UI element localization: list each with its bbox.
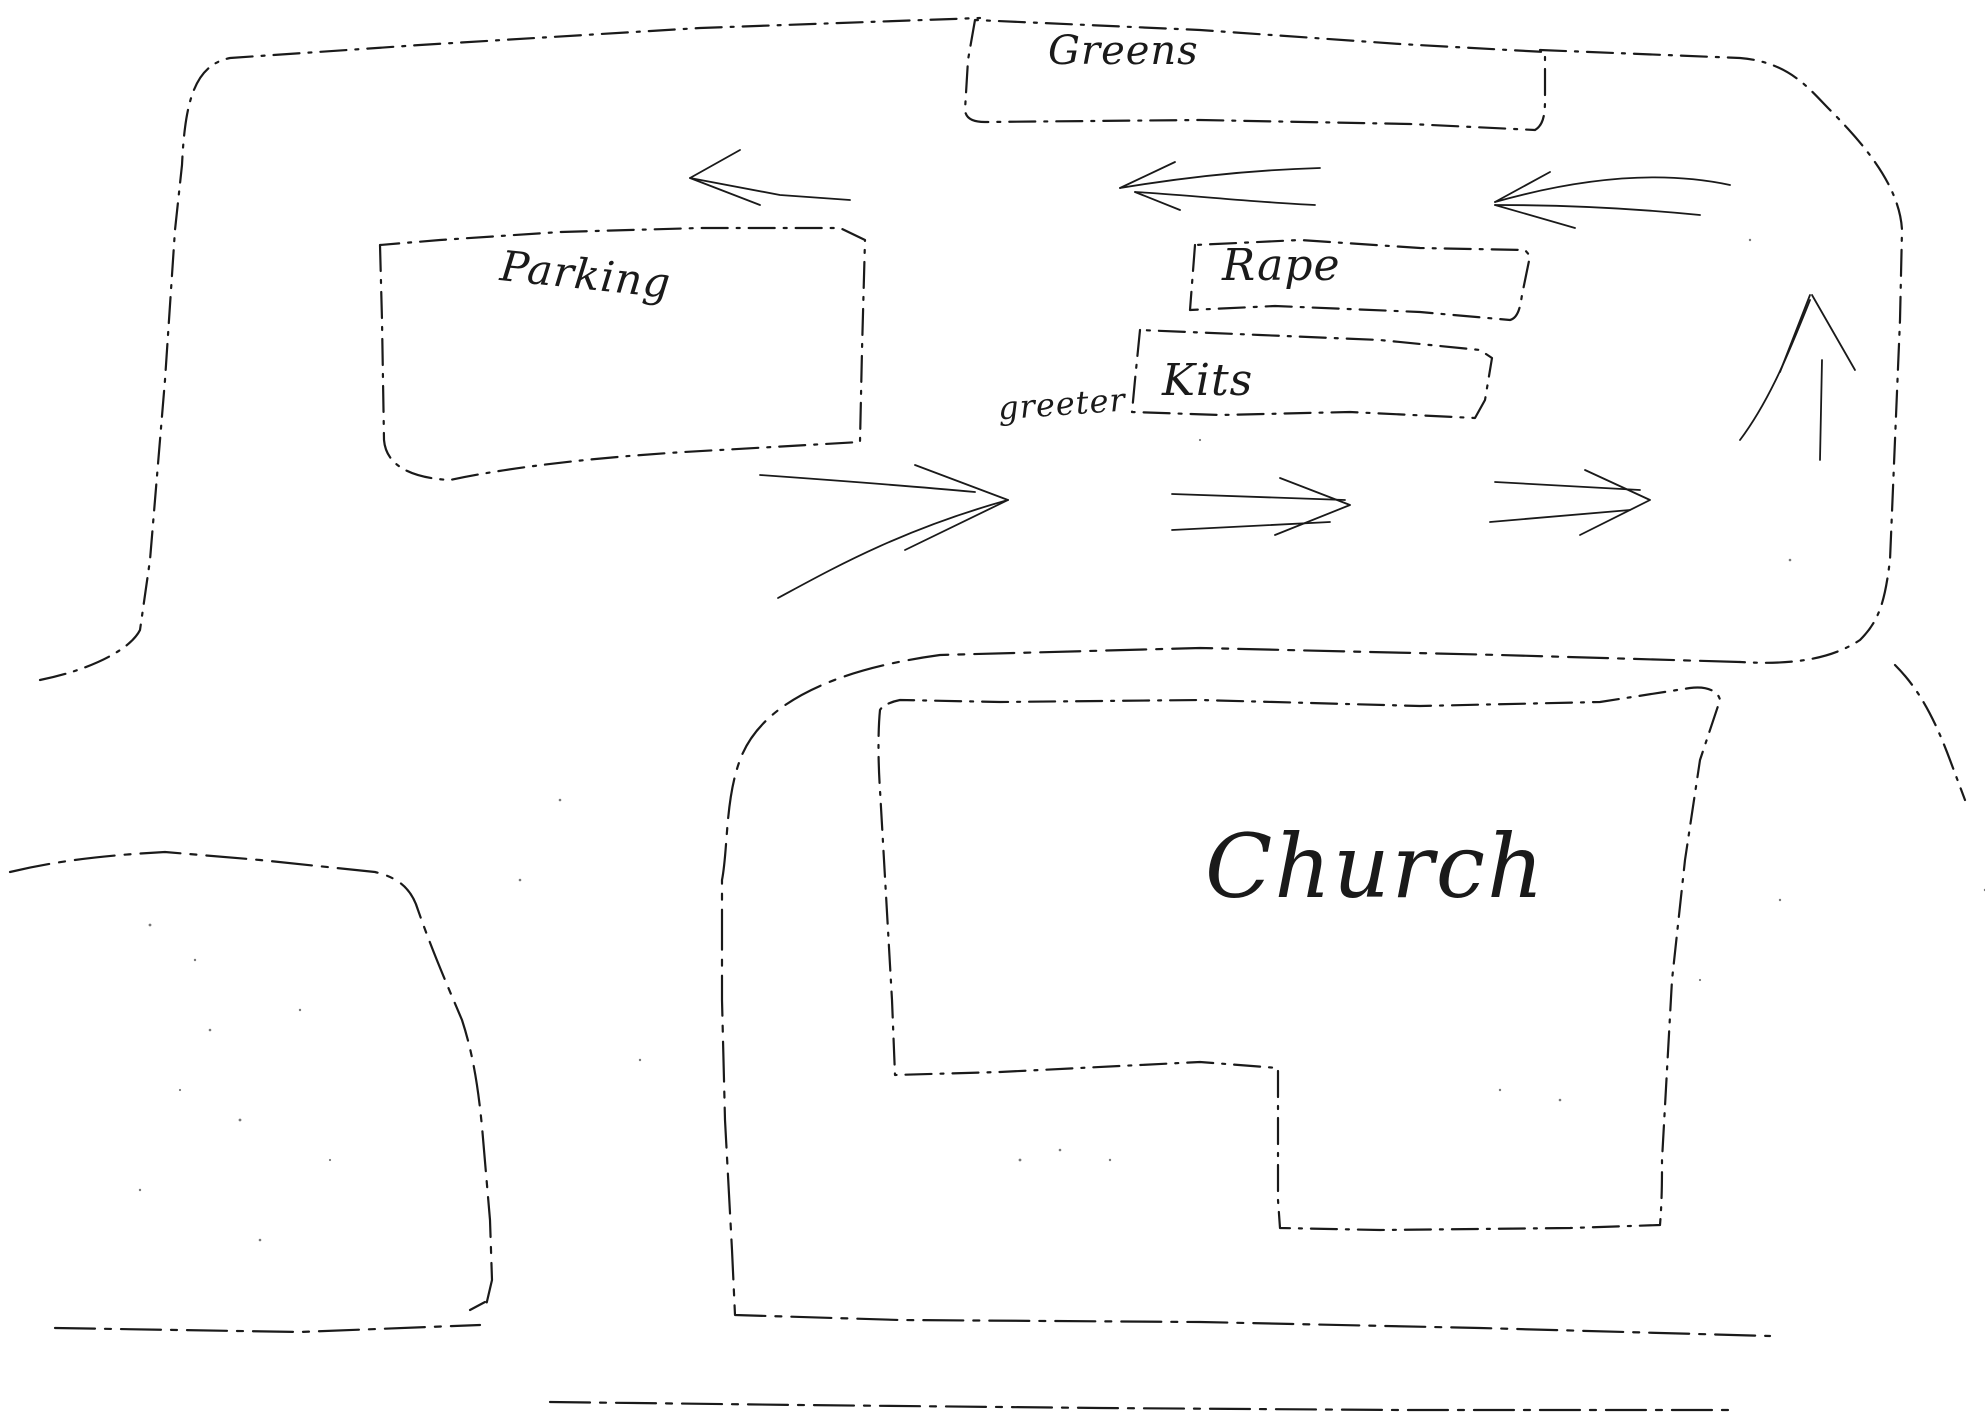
lot-boundary-top-right [1538, 48, 1904, 664]
church-building [877, 686, 1722, 1232]
lot-boundary [38, 16, 982, 682]
greens-label: Greens [1048, 28, 1199, 74]
right-edge-fragment [1893, 663, 1967, 802]
road-edge [720, 646, 1772, 1338]
arrow-right-1 [759, 464, 1009, 599]
greens-box [963, 18, 1547, 132]
arrow-right-2 [1171, 477, 1351, 536]
bottom-edge [53, 1323, 482, 1334]
church-label: Church [1205, 815, 1546, 918]
kits-label: Kits [1162, 355, 1254, 406]
arrow-left-1 [689, 149, 851, 206]
arrow-up [1739, 294, 1856, 461]
lower-left-lot [8, 850, 494, 1312]
arrow-left-3 [1494, 171, 1731, 229]
rape-box [1188, 238, 1532, 322]
bottom-road-edge [548, 1400, 1737, 1412]
arrow-right-3 [1489, 469, 1651, 536]
parking-box [378, 226, 867, 482]
lower-left-arrow [468, 1300, 487, 1312]
rape-label: Rape [1222, 240, 1341, 291]
kits-box [1130, 328, 1494, 420]
arrow-left-2 [1119, 161, 1321, 211]
scan-noise [138, 238, 1985, 1242]
